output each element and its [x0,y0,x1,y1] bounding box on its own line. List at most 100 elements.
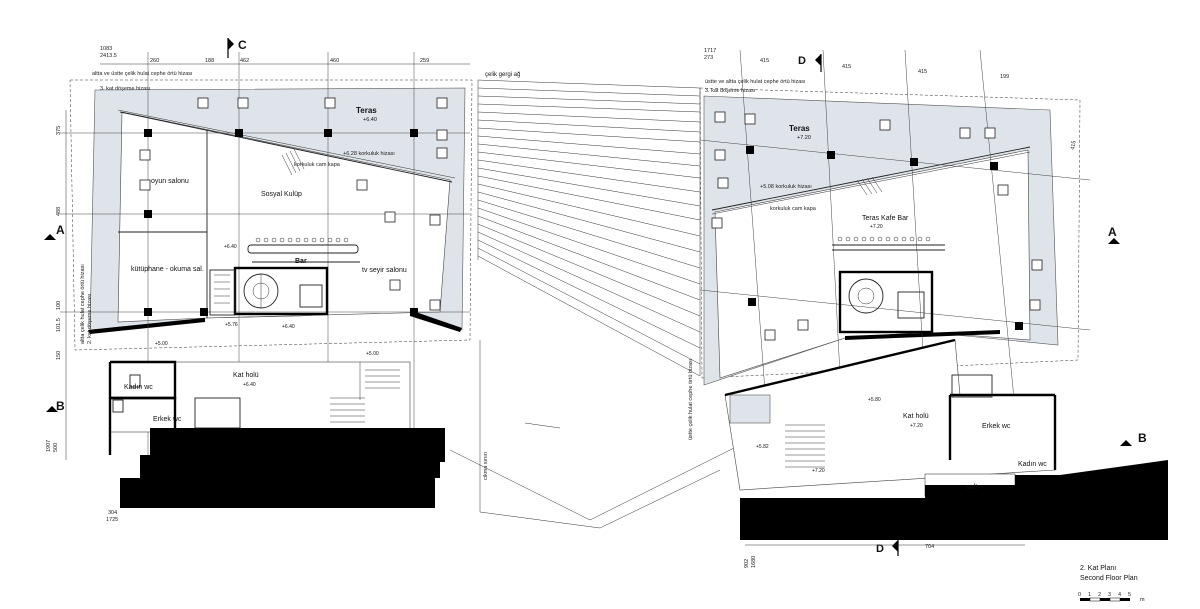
right-ground-mass [740,460,1168,540]
dim-r273: 273 [704,55,713,61]
left-teras-level: +6.40 [363,117,377,123]
right-teras-label: Teras [789,124,810,133]
saft-label: saft [966,484,977,491]
right-erkek-wc-label: Erkek wc [982,423,1011,430]
dim-t260: 260 [150,58,159,64]
right-tables [711,111,1043,341]
bar-label-left: Bar [295,258,307,265]
right-balcony-note: +5.08 korkuluk hizası [760,184,812,190]
column [1015,322,1023,330]
right-roof-note: üstte ve altta çelik hulat cephe örtü hi… [705,79,806,85]
right-core [838,270,934,334]
kafe-level: +7.20 [870,224,883,230]
left-side-note: altta çelik hulat cephe örtü hizası [80,264,86,344]
right-level-580: +5.80 [868,397,881,403]
left-kat-holu-label: Kat holü [233,372,259,379]
left-teras-label: Teras [356,106,377,115]
right-glass-note: korkuluk cam kapa [770,206,817,212]
section-c-label: C [238,38,247,52]
dim-t460: 460 [330,58,339,64]
left-erkek-wc-label: Erkek wc [153,416,182,423]
column [235,129,243,137]
scale-3: 3 [1108,592,1111,598]
section-a-label-left: A [56,223,65,237]
column [144,308,152,316]
left-building [60,52,473,508]
right-lower-block [724,339,1056,491]
dim-l1015: 101.5 [56,318,62,332]
column [746,146,754,154]
left-level-640a: +6.40 [224,244,237,250]
cikma-siniri-label: cikma sınırı [483,452,489,480]
plan-title-tr: 2. Kat Planı [1080,565,1116,572]
teras-kafe-bar-label: Teras Kafe Bar [862,215,909,222]
right-kat-holu-label: Kat holü [903,413,929,420]
steel-cable-net [477,79,701,377]
column [144,210,152,218]
oyun-salonu-label: oyun salonu [151,178,189,185]
left-glass-note: korkuluk cam kapa [294,162,341,168]
dim-t259: 259 [420,58,429,64]
dim-r1717: 1717 [704,48,716,54]
left-kadin-wc-label: Kadın wc [124,384,153,391]
dim-b1907: 1907 [46,440,52,452]
right-level-582: +5.82 [756,444,769,450]
right-room-labels: Teras +7.20 Teras Kafe Bar +7.20 Kat hol… [688,79,1047,491]
title-block: 2. Kat Planı Second Floor Plan 0 1 2 3 4… [1078,565,1145,603]
right-building [699,49,1168,540]
dim-r415a: 415 [760,58,769,64]
left-kat-holu-level: +6.40 [243,382,256,388]
dim-r415d: 415 [1070,140,1078,150]
left-roof-outline [69,79,473,351]
scale-0: 0 [1078,592,1081,598]
dim-r199: 199 [1000,74,1009,80]
dim-r704: 704 [925,544,934,550]
dim-l375: 375 [56,126,62,135]
tv-seyir-label: tv seyir salonu [362,267,407,274]
left-level-500a: +5.00 [155,341,168,347]
dim-b304: 304 [108,510,117,516]
section-b-label-left: B [56,399,65,413]
section-d-label-bottom: D [876,543,884,555]
left-side-note2: 2. kat döşeme hizası [87,294,93,344]
scale-2: 2 [1098,592,1101,598]
dim-r902: 902 [744,559,750,568]
right-side-note: üstte çelik hulat cephe örtü hizası [688,359,694,440]
right-roof-note2: 3. kat döşeme hizası [705,88,755,94]
left-balcony-note: +6.28 korkuluk hizası [343,151,395,157]
left-level-500b: +5.00 [366,351,379,357]
left-level-640b: +6.40 [282,324,295,330]
scale-1: 1 [1088,592,1091,598]
column [324,129,332,137]
kutuphane-label: kütüphane - okuma sal. [131,266,204,273]
left-roof-note: altta ve üstte çelik hulat cephe örtü hi… [92,71,193,77]
scale-bar: 0 1 2 3 4 5 m [1078,592,1145,603]
section-a-label-right: A [1108,225,1117,239]
left-roof-note2: 3. kat döşeme hizası [100,86,150,92]
left-tables [139,97,448,311]
bar-counter [247,244,359,254]
dim-r415c: 415 [918,69,927,75]
right-roof-outline [699,87,1081,379]
left-glass-line [119,111,453,183]
spiral-stair [848,278,884,314]
sosyal-kulup-label: Sosyal Kulüp [261,191,302,198]
dim-l150: 150 [56,351,62,360]
scale-4: 4 [1118,592,1121,598]
right-level-720: +7.20 [812,468,825,474]
dim-top-1083: 1083 [100,46,112,52]
scale-unit: m [1140,597,1145,603]
section-b-label-right: B [1138,431,1147,445]
column [748,298,756,306]
right-kat-holu-level: +7.20 [910,423,923,429]
celik-gergi-label: çelik gergi ağ [485,72,520,78]
column [827,151,835,159]
dim-l488: 488 [56,207,62,216]
left-ground-mass [120,428,445,508]
column [410,129,418,137]
plan-title-en: Second Floor Plan [1080,575,1138,582]
column [410,308,418,316]
dim-top-2413: 2413.5 [100,53,117,59]
column [200,308,208,316]
dim-t462: 462 [240,58,249,64]
